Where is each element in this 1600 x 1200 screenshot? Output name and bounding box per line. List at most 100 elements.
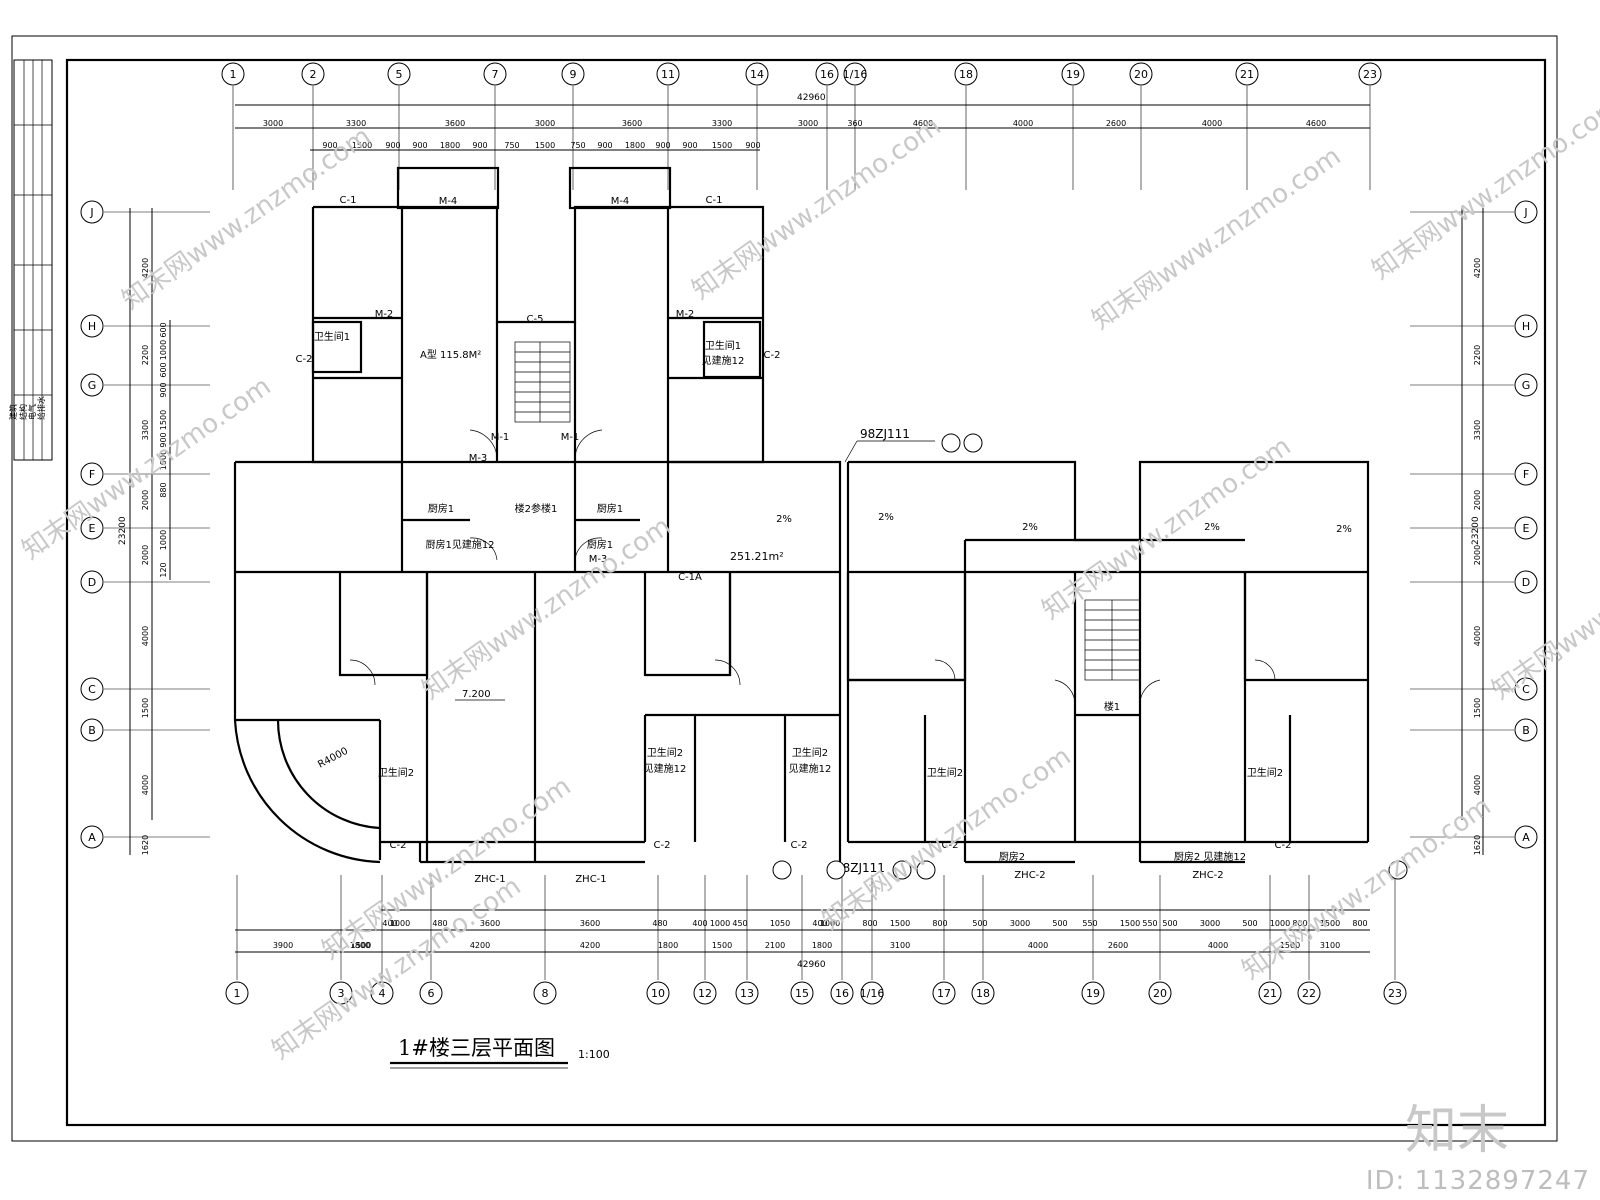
- drawing-scale: 1:100: [578, 1048, 610, 1061]
- top-dim-2-0: 900: [322, 141, 337, 150]
- axis-right-6: C: [1514, 677, 1538, 701]
- axis-bottom-7: 13: [735, 981, 759, 1005]
- title-block-text-4: 给排水: [36, 396, 46, 420]
- top-dim-1-5: 3300: [712, 119, 732, 128]
- left-dim-small-6: 1000: [159, 450, 168, 470]
- top-dim-2-12: 900: [682, 141, 697, 150]
- axis-top-9-label: 18: [959, 68, 973, 81]
- axis-bottom-4: 8: [533, 981, 557, 1005]
- axis-top-3: 7: [483, 62, 507, 86]
- axis-right-7: B: [1514, 718, 1538, 742]
- bottom-dim-1-11: 1000: [820, 919, 840, 928]
- building-walls: [233, 166, 1370, 864]
- left-dim-small-3: 900: [159, 382, 168, 397]
- room-label-3: C-1: [706, 195, 723, 206]
- bottom-dim-2-1: 4200: [470, 941, 490, 950]
- total-dimension-label-bottom: 42960: [797, 960, 826, 970]
- bottom-dim-1-25: 800: [1292, 919, 1307, 928]
- left-dim-small-9: 120: [159, 562, 168, 577]
- axis-top-9: 18: [954, 62, 978, 86]
- left-dim-small-8: 1000: [159, 530, 168, 550]
- axis-left-7-label: B: [88, 724, 96, 737]
- axis-left-5: D: [80, 570, 104, 594]
- bottom-dim-1-14: 800: [932, 919, 947, 928]
- room-label-20: 卫生间2: [378, 766, 414, 779]
- bottom-dim-1-4: 3600: [580, 919, 600, 928]
- axis-bottom-9-label: 16: [835, 987, 849, 1000]
- room-label-28: 厨房2: [999, 850, 1025, 863]
- bottom-dim-1-19: 1500: [1120, 919, 1140, 928]
- bottom-dim-2-2: 4200: [580, 941, 600, 950]
- axis-bottom-13: 19: [1081, 981, 1105, 1005]
- top-dim-1-2: 3600: [445, 119, 465, 128]
- room-label-38: 2%: [1336, 524, 1352, 535]
- bottom-dim-2-3: 1800: [658, 941, 678, 950]
- sheet-outer-frame: [11, 35, 1558, 1142]
- axis-top-5-label: 11: [661, 68, 675, 81]
- room-label-2: C-1: [340, 195, 357, 206]
- bottom-dim-1-27: 800: [1352, 919, 1367, 928]
- top-dim-1-3: 3000: [535, 119, 555, 128]
- top-dim-2-6: 750: [504, 141, 519, 150]
- room-label-9: M-2: [676, 309, 695, 320]
- top-dim-1-11: 4000: [1202, 119, 1222, 128]
- room-label-31: ZHC-1: [575, 874, 606, 885]
- bottom-dim-1-22: 3000: [1200, 919, 1220, 928]
- bottom-dim-1-10: 400: [812, 919, 827, 928]
- axis-right-2-label: G: [1522, 379, 1531, 392]
- axis-bottom-6-label: 12: [698, 987, 712, 1000]
- axis-bottom-15-label: 21: [1263, 987, 1277, 1000]
- bottom-dim-3-0: 3900: [273, 941, 293, 950]
- room-label-25: 卫生间2: [927, 766, 963, 779]
- axis-right-2: G: [1514, 373, 1538, 397]
- room-label-33: ZHC-2: [1192, 870, 1223, 881]
- total-depth-left: 23200: [118, 516, 128, 545]
- left-dim-1: 2200: [141, 345, 150, 365]
- bottom-dim-1-23: 500: [1242, 919, 1257, 928]
- axis-left-8: A: [80, 825, 104, 849]
- axis-bottom-13-label: 19: [1086, 987, 1100, 1000]
- axis-left-3-label: F: [89, 468, 95, 481]
- room-label-34: 2%: [776, 514, 792, 525]
- axis-bottom-6: 12: [693, 981, 717, 1005]
- axis-right-7-label: B: [1522, 724, 1530, 737]
- axis-top-1: 2: [301, 62, 325, 86]
- axis-right-3-label: F: [1523, 468, 1529, 481]
- top-dim-2-1: 1500: [352, 141, 372, 150]
- bottom-dim-1-3: 3600: [480, 919, 500, 928]
- axis-bottom-5-label: 10: [651, 987, 665, 1000]
- axis-left-5-label: D: [88, 576, 96, 589]
- bottom-dim-1-20: 550: [1142, 919, 1157, 928]
- top-dim-1-7: 360: [847, 119, 862, 128]
- sheet-inner-frame: [65, 58, 1547, 1127]
- room-label-6: 见建施12: [702, 354, 745, 367]
- axis-top-0: 1: [221, 62, 245, 86]
- axis-bottom-1: 3: [329, 981, 353, 1005]
- axis-left-0: J: [80, 200, 104, 224]
- top-dim-1-10: 2600: [1106, 119, 1126, 128]
- axis-top-7-label: 16: [820, 68, 834, 81]
- right-dim-5: 4000: [1473, 626, 1482, 646]
- room-label-32: ZHC-2: [1014, 870, 1045, 881]
- axis-bottom-16: 22: [1297, 981, 1321, 1005]
- watermark-id: ID: 1132897247: [1365, 1166, 1590, 1196]
- room-label-5: 卫生间1: [705, 339, 741, 352]
- left-dim-0: 4200: [141, 258, 150, 278]
- axis-top-11: 20: [1129, 62, 1153, 86]
- axis-bottom-4-label: 8: [542, 987, 549, 1000]
- left-dim-5: 4000: [141, 626, 150, 646]
- axis-bottom-17: 23: [1383, 981, 1407, 1005]
- axis-top-8-label: 1/16: [843, 68, 868, 81]
- axis-bottom-17-label: 23: [1388, 987, 1402, 1000]
- room-label-22: 见建施12: [644, 762, 687, 775]
- right-dim-8: 1620: [1473, 835, 1482, 855]
- axis-right-6-label: C: [1522, 683, 1530, 696]
- top-dim-2-3: 900: [412, 141, 427, 150]
- top-dim-2-5: 900: [472, 141, 487, 150]
- room-label-15: 厨房1: [587, 538, 613, 551]
- axis-left-2: G: [80, 373, 104, 397]
- bottom-dim-2-5: 2100: [765, 941, 785, 950]
